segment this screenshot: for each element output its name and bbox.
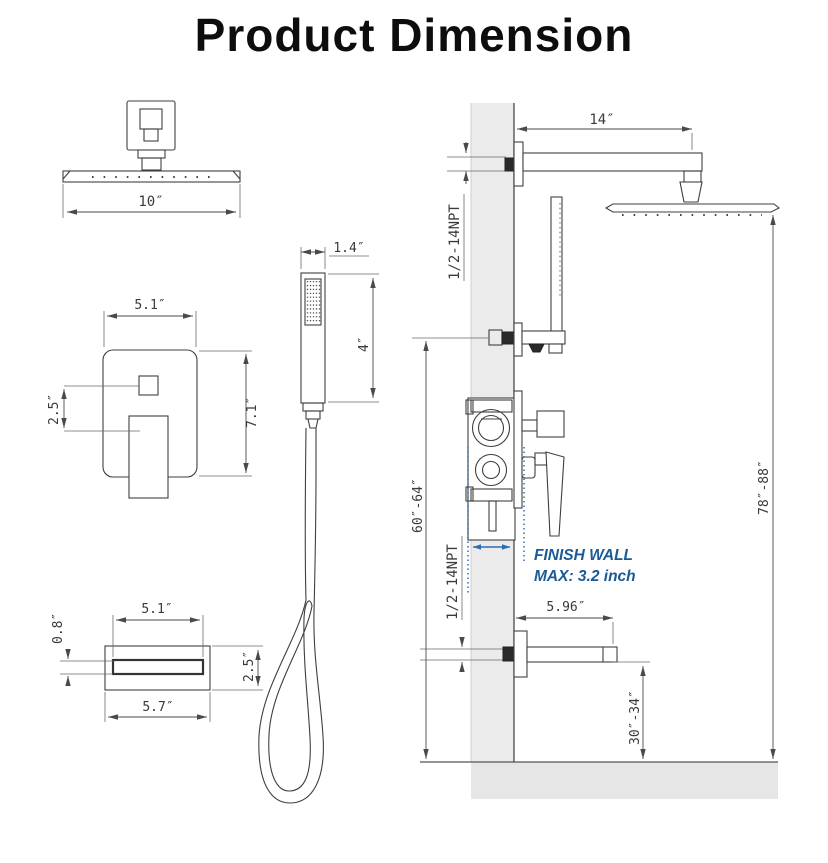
dim-label-valve-width: 5.1″ bbox=[134, 298, 165, 313]
valve-port-bottom bbox=[474, 453, 508, 487]
dim-label-hand-length: 4″ bbox=[357, 336, 372, 352]
label-npt-top: 1/2-14NPT bbox=[447, 204, 463, 280]
shower-hose bbox=[258, 427, 324, 804]
arm-nut bbox=[683, 170, 702, 183]
holder-bar bbox=[521, 330, 566, 345]
valve-port-bottom-inner bbox=[481, 460, 501, 480]
spout-flange bbox=[513, 630, 528, 678]
floor-section bbox=[420, 761, 778, 799]
dim-label-head-width: 10″ bbox=[138, 194, 163, 210]
valve-bottom-tab bbox=[465, 486, 474, 502]
dim-label-valve-offset: 2.5″ bbox=[47, 394, 62, 425]
spout-body bbox=[104, 645, 211, 691]
dim-label-arm-length: 14″ bbox=[589, 112, 614, 128]
head-collar bbox=[137, 149, 166, 159]
diverter-button bbox=[138, 375, 159, 396]
valve-bottom-stub bbox=[488, 500, 497, 532]
supply-elbow bbox=[501, 331, 515, 345]
dim-label-valve-mount: 60″-64″ bbox=[411, 478, 426, 533]
handshower-view: 1.4″ 4″ bbox=[258, 241, 379, 804]
holder-outlet bbox=[528, 343, 545, 353]
valve-port-top-inner bbox=[477, 414, 505, 442]
install-arm-and-head: 14″ 1/2-14NPT bbox=[447, 112, 781, 281]
dim-label-spout-height: 2.5″ bbox=[242, 651, 257, 682]
spout-side-body bbox=[526, 646, 618, 663]
spout-thread-connector bbox=[502, 646, 515, 662]
label-npt-bottom: 1/2-14NPT bbox=[445, 544, 461, 620]
dim-label-spout-reach: 5.96″ bbox=[546, 600, 585, 615]
showerhead-front-view: 10″ bbox=[62, 100, 241, 218]
valve-handle bbox=[128, 415, 169, 499]
dim-label-valve-height: 7.1″ bbox=[245, 397, 260, 428]
install-handshower bbox=[488, 196, 566, 357]
finish-wall-text-1: FINISH WALL bbox=[534, 547, 633, 564]
dim-label-spout-mount: 30″-34″ bbox=[628, 690, 643, 745]
waterfall-slot bbox=[111, 658, 205, 676]
ball-joint bbox=[679, 181, 703, 203]
spout-front-view: 5.1″ 0.8″ 2.5″ 5.7″ bbox=[51, 602, 263, 722]
page-title: Product Dimension bbox=[194, 9, 634, 61]
dim-label-hand-width: 1.4″ bbox=[333, 241, 364, 256]
finish-wall-annotation: FINISH WALL MAX: 3.2 inch bbox=[467, 447, 636, 594]
flange-inner bbox=[139, 108, 163, 130]
dim-label-spout-width: 5.7″ bbox=[142, 700, 173, 715]
valve-top-bracket bbox=[470, 399, 513, 413]
finish-wall-text-2: MAX: 3.2 inch bbox=[534, 568, 636, 585]
install-spout: 5.96″ 1/2-14NPT bbox=[420, 536, 618, 678]
flange-neck bbox=[143, 128, 159, 142]
diverter-stem bbox=[521, 419, 538, 432]
dim-label-spout-lip: 0.8″ bbox=[51, 613, 66, 644]
ceiling-flange bbox=[126, 100, 176, 151]
valve-port-top bbox=[471, 408, 511, 448]
handle-base bbox=[521, 456, 536, 479]
floor-fill bbox=[471, 762, 778, 799]
mounting-dimensions: 60″-64″ 78″-88″ 30″-34″ bbox=[411, 215, 776, 759]
dim-label-spout-inner: 5.1″ bbox=[141, 602, 172, 617]
head-plate bbox=[62, 170, 241, 183]
dim-label-head-mount: 78″-88″ bbox=[757, 460, 772, 515]
arm-flange bbox=[513, 141, 524, 187]
showerhead-side bbox=[604, 203, 781, 213]
shower-arm bbox=[522, 152, 703, 172]
install-valve bbox=[465, 390, 565, 541]
trim-plate-edge bbox=[513, 390, 523, 509]
holder-plate bbox=[513, 322, 523, 357]
wand-end-cap bbox=[548, 343, 563, 354]
spray-face bbox=[304, 278, 322, 326]
head-stem bbox=[141, 157, 162, 171]
hose-connector bbox=[302, 402, 324, 429]
valve-top-tab bbox=[465, 399, 474, 415]
diverter-knob bbox=[536, 410, 565, 438]
valve-front-view: 5.1″ 7.1″ 2.5″ bbox=[47, 298, 260, 499]
handle-lever bbox=[545, 451, 565, 537]
